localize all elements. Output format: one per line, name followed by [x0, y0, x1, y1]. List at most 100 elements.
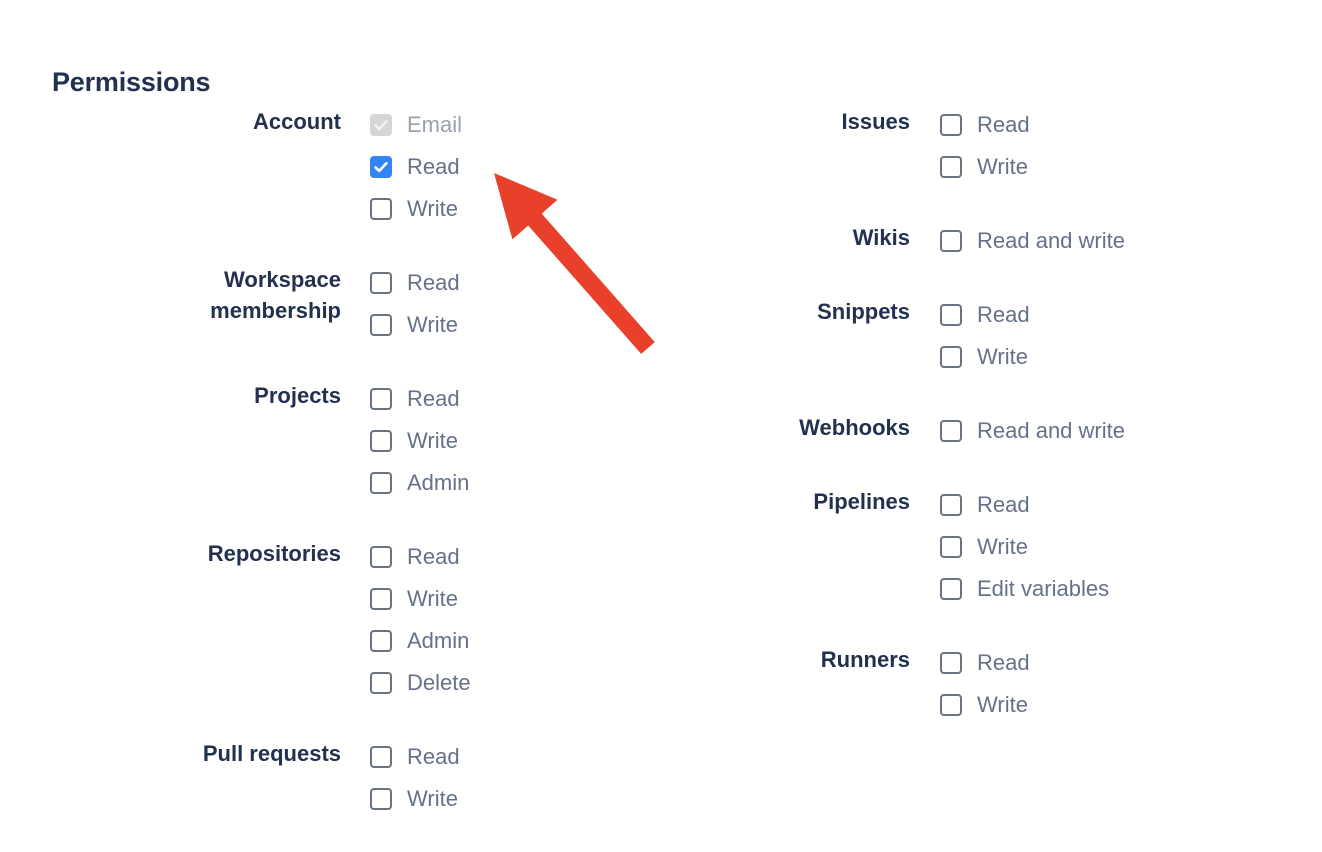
- option-label[interactable]: Read: [977, 650, 1030, 675]
- option-row: Read: [940, 104, 1030, 146]
- option-row: Write: [940, 336, 1030, 378]
- workspace-membership-write-checkbox[interactable]: [370, 314, 392, 336]
- page-title: Permissions: [52, 67, 211, 98]
- option-row: Write: [370, 778, 460, 820]
- permission-group-label: Snippets: [817, 299, 910, 324]
- permission-group-label: Projects: [254, 383, 341, 408]
- pipelines-edit-variables-checkbox[interactable]: [940, 578, 962, 600]
- option-label[interactable]: Read: [977, 492, 1030, 517]
- option-label[interactable]: Write: [977, 692, 1028, 717]
- option-row: Write: [370, 304, 460, 346]
- pull-requests-write-checkbox[interactable]: [370, 788, 392, 810]
- option-label[interactable]: Read: [407, 544, 460, 569]
- snippets-write-checkbox[interactable]: [940, 346, 962, 368]
- permission-options: Read and write: [940, 410, 1125, 452]
- permission-group-label: Wikis: [852, 225, 910, 250]
- option-row: Write: [940, 146, 1030, 188]
- option-label[interactable]: Admin: [407, 470, 470, 495]
- issues-read-checkbox[interactable]: [940, 114, 962, 136]
- option-label[interactable]: Read: [407, 270, 460, 295]
- account-read-checkbox[interactable]: [370, 156, 392, 178]
- option-label[interactable]: Read: [977, 302, 1030, 327]
- option-row: Read and write: [940, 220, 1125, 262]
- option-label[interactable]: Write: [407, 196, 458, 221]
- option-label[interactable]: Write: [407, 586, 458, 611]
- permission-group-label: Pull requests: [202, 741, 341, 766]
- option-row: Write: [370, 420, 469, 462]
- option-label[interactable]: Write: [977, 344, 1028, 369]
- option-row: Admin: [370, 462, 469, 504]
- projects-admin-checkbox[interactable]: [370, 472, 392, 494]
- workspace-membership-read-checkbox[interactable]: [370, 272, 392, 294]
- issues-write-checkbox[interactable]: [940, 156, 962, 178]
- option-label[interactable]: Edit variables: [977, 576, 1110, 601]
- pull-requests-read-checkbox[interactable]: [370, 746, 392, 768]
- option-row: Delete: [370, 662, 471, 704]
- account-write-checkbox[interactable]: [370, 198, 392, 220]
- permission-group-label: Issues: [841, 109, 911, 134]
- permission-group-label: Pipelines: [813, 489, 910, 514]
- runners-write-checkbox[interactable]: [940, 694, 962, 716]
- option-label[interactable]: Admin: [407, 628, 470, 653]
- option-row: Read: [370, 536, 471, 578]
- option-label[interactable]: Read: [407, 386, 460, 411]
- projects-read-checkbox[interactable]: [370, 388, 392, 410]
- repositories-admin-checkbox[interactable]: [370, 630, 392, 652]
- option-row: Read: [370, 736, 460, 778]
- permission-group-label: Runners: [820, 647, 910, 672]
- option-row: Read: [940, 484, 1109, 526]
- option-row: Read and write: [940, 410, 1125, 452]
- option-row: Read: [940, 642, 1030, 684]
- repositories-write-checkbox[interactable]: [370, 588, 392, 610]
- option-label[interactable]: Delete: [407, 670, 471, 695]
- option-label[interactable]: Read: [407, 154, 460, 179]
- webhooks-read-and-write-checkbox[interactable]: [940, 420, 962, 442]
- option-label[interactable]: Write: [977, 154, 1028, 179]
- projects-write-checkbox[interactable]: [370, 430, 392, 452]
- option-label[interactable]: Read and write: [977, 228, 1125, 253]
- pipelines-write-checkbox[interactable]: [940, 536, 962, 558]
- option-row: Write: [370, 578, 471, 620]
- repositories-read-checkbox[interactable]: [370, 546, 392, 568]
- pipelines-read-checkbox[interactable]: [940, 494, 962, 516]
- option-label[interactable]: Write: [977, 534, 1028, 559]
- permission-options: Read and write: [940, 220, 1125, 262]
- option-row: Write: [940, 526, 1109, 568]
- snippets-read-checkbox[interactable]: [940, 304, 962, 326]
- option-row: Read: [370, 146, 462, 188]
- option-label[interactable]: Write: [407, 312, 458, 337]
- option-label[interactable]: Read: [977, 112, 1030, 137]
- option-label[interactable]: Write: [407, 428, 458, 453]
- option-row: Write: [940, 684, 1030, 726]
- option-row: Write: [370, 188, 462, 230]
- runners-read-checkbox[interactable]: [940, 652, 962, 674]
- option-label[interactable]: Write: [407, 786, 458, 811]
- option-row: Read: [370, 378, 469, 420]
- option-label[interactable]: Read and write: [977, 418, 1125, 443]
- option-label[interactable]: Read: [407, 744, 460, 769]
- option-row: Email: [370, 104, 462, 146]
- wikis-read-and-write-checkbox[interactable]: [940, 230, 962, 252]
- option-row: Edit variables: [940, 568, 1109, 610]
- repositories-delete-checkbox[interactable]: [370, 672, 392, 694]
- permission-group-label: Account: [253, 109, 341, 134]
